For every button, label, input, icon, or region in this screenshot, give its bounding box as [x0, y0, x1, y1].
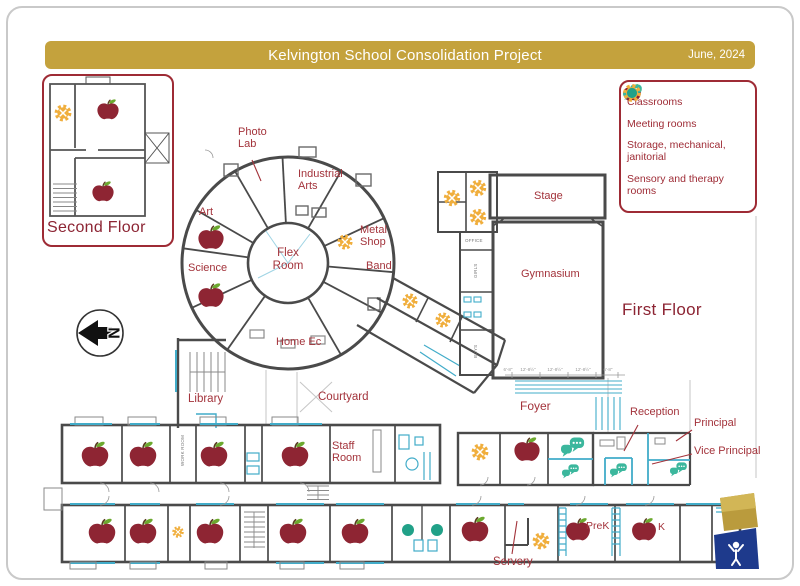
gym-stage-walls — [437, 171, 625, 430]
classroom-apple-icon — [278, 516, 308, 545]
classroom-apple-icon — [87, 516, 117, 545]
dimension-annotations: 6'-8" 12'-8½" 12'-8½" 12'-8½" 6'-8" — [504, 366, 613, 372]
room-label-vice-principal: Vice Principal — [694, 445, 761, 457]
room-label-servery: Servery — [493, 556, 533, 568]
door-arcs — [99, 149, 655, 506]
school-division-logo — [714, 493, 759, 569]
courtyard-outline — [265, 216, 757, 478]
storage-gear-icon — [435, 312, 451, 328]
second-floor-plan — [49, 76, 170, 217]
room-label-library: Library — [188, 393, 224, 405]
library-walls — [175, 338, 226, 428]
room-label-industrial-arts: Industrial Arts — [298, 168, 343, 193]
first-floor-label: First Floor — [622, 300, 702, 319]
storage-gear-icon — [469, 179, 487, 197]
meeting-bubbles-icon — [610, 463, 627, 478]
classroom-apple-icon — [199, 439, 229, 468]
room-label-reception: Reception — [630, 406, 680, 418]
room-label-science: Science — [188, 262, 228, 274]
classroom-apple-icon — [280, 439, 310, 468]
room-label-flex-room: Flex Room — [272, 247, 304, 272]
sensory-dot-icon — [402, 524, 414, 536]
second-floor-label: Second Floor — [47, 219, 146, 236]
legend-item-label: Meeting rooms — [627, 117, 697, 130]
dim-text: 12'-8½" — [547, 366, 563, 372]
dim-text: 12'-8½" — [520, 366, 536, 372]
meeting-bubbles-icon — [561, 437, 585, 457]
sensory-dot-icon — [626, 87, 638, 99]
legend-item-label: Classrooms — [627, 95, 683, 108]
room-label-principal: Principal — [694, 417, 737, 429]
room-label-girls: GIRLS — [473, 263, 478, 278]
classroom-apple-icon — [631, 516, 657, 542]
compass-north-label: N — [105, 327, 122, 339]
meeting-bubbles-icon — [562, 464, 579, 479]
sensory-dot-icon — [431, 524, 443, 536]
classroom-apple-icon — [340, 516, 370, 545]
room-label-work-room: WORK ROOM — [180, 434, 185, 466]
classroom-apple-icon — [513, 435, 541, 462]
room-label-stage: Stage — [534, 190, 563, 202]
dim-text: 6'-8" — [604, 367, 613, 372]
storage-gear-icon — [535, 535, 548, 548]
room-label-prek: PreK — [586, 520, 610, 532]
date-label: June, 2024 — [688, 49, 745, 61]
classroom-apple-icon — [128, 439, 158, 468]
room-label-foyer: Foyer — [520, 399, 551, 413]
ring-building-walls — [180, 146, 396, 371]
meeting-bubbles-icon — [670, 462, 687, 477]
classroom-apple-icon — [460, 514, 490, 543]
legend-item-sensory: Sensory and therapy rooms — [626, 87, 749, 198]
legend: Classrooms Meeting rooms Storage, mechan… — [619, 80, 757, 213]
dim-text: 6'-8" — [504, 367, 513, 372]
classroom-apple-icon — [197, 223, 225, 250]
title-bar: Kelvington School Consolidation Project … — [45, 41, 755, 69]
middle-row-left-walls — [60, 416, 442, 500]
room-label-metal-shop: Metal Shop — [360, 224, 387, 249]
storage-gear-icon — [469, 208, 487, 226]
room-label-boys: BOYS — [473, 344, 478, 358]
page-title: Kelvington School Consolidation Project — [268, 46, 542, 64]
storage-gear-icon — [474, 446, 487, 459]
room-label-art: Art — [199, 206, 214, 218]
room-label-band: Band — [366, 260, 392, 272]
room-label-office: OFFICE — [465, 238, 483, 243]
classroom-apple-icon — [128, 516, 158, 545]
room-label-home-ec: Home Ec — [276, 336, 322, 348]
classroom-apple-icon — [197, 281, 225, 308]
legend-item-label: Sensory and therapy rooms — [627, 173, 724, 198]
room-label-gymnasium: Gymnasium — [521, 268, 580, 280]
dim-text: 12'-8½" — [575, 366, 591, 372]
storage-gear-icon — [172, 526, 184, 538]
legend-item-storage: Storage, mechanical, janitorial — [627, 139, 749, 163]
second-floor-inset-frame — [42, 74, 174, 247]
north-compass: N — [76, 309, 124, 357]
room-label-k: K — [658, 521, 666, 533]
legend-item-meeting-rooms: Meeting rooms — [623, 84, 749, 130]
room-label-courtyard: Courtyard — [318, 391, 369, 403]
label-leader-lines — [251, 159, 693, 555]
legend-item-classrooms: Classrooms — [622, 82, 749, 108]
classroom-apple-icon — [80, 439, 110, 468]
storage-gear-icon — [402, 293, 418, 309]
bottom-row-walls — [43, 487, 742, 570]
room-label-photo-lab: Photo Lab — [238, 126, 267, 151]
room-label-staff-room: Staff Room — [332, 440, 362, 465]
classroom-apple-icon — [195, 516, 225, 545]
legend-item-label: Storage, mechanical, janitorial — [627, 139, 726, 164]
